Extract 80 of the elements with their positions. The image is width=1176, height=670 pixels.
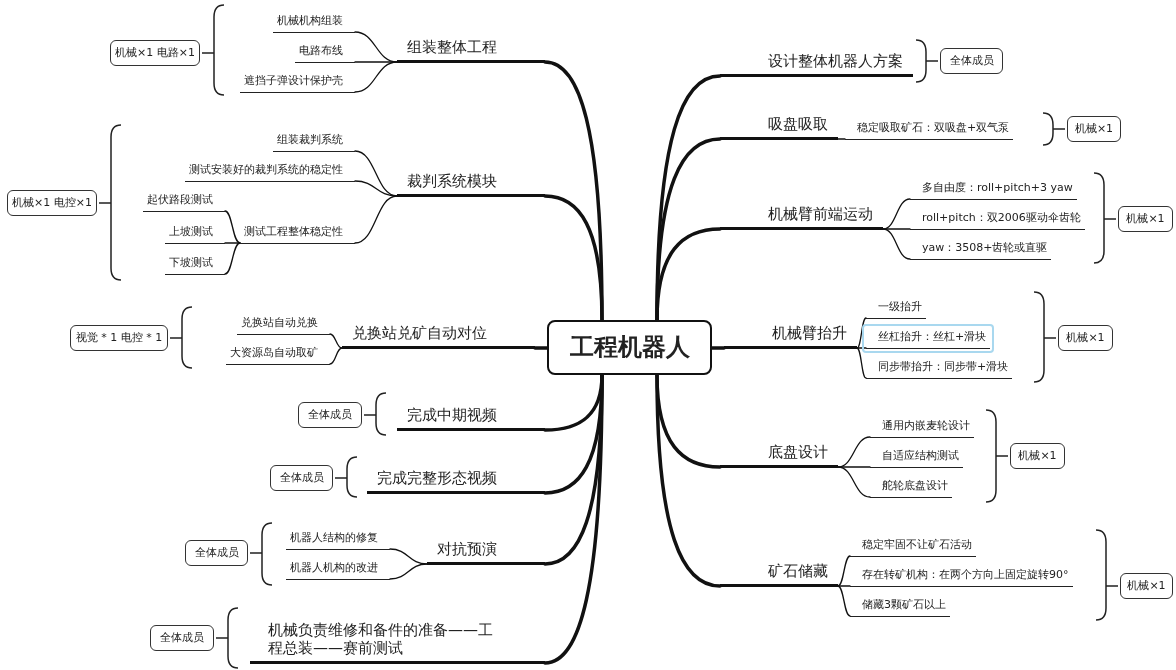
subtopic-label: 稳定吸取矿石：双吸盘+双气泵 (845, 121, 1014, 140)
subtopic-label: 通用内嵌麦轮设计 (870, 419, 974, 438)
summary-box: 机械×1 (1118, 206, 1173, 232)
subtopic-label: 大资源岛自动取矿 (226, 346, 330, 365)
topic-label: 完成完整形态视频 (367, 469, 545, 494)
branch-line (837, 585, 851, 617)
topic-label: 机械负责维修和备件的准备——工程总装——赛前测试 (250, 621, 545, 664)
branch-line (856, 347, 867, 349)
subtopic-label: 机器人机构的改进 (286, 561, 390, 580)
summary-box: 机械×1 (1120, 573, 1173, 599)
branch-line (837, 466, 871, 498)
subtopic-label: 遮挡子弹设计保护壳 (240, 74, 355, 93)
topic-label: 机械臂抬升 (724, 324, 857, 349)
topic-label: 矿石储藏 (720, 562, 838, 587)
branch-line (389, 563, 428, 580)
subtopic-label: 组装裁判系统 (273, 133, 355, 152)
summary-box: 全体成员 (940, 48, 1003, 74)
main-branch-line (543, 194, 604, 322)
subtopic-label: 起伏路段测试 (143, 193, 225, 212)
main-branch-line (710, 346, 726, 350)
subtopic-label: 机器人结构的修复 (286, 531, 390, 550)
branch-line (224, 242, 241, 275)
branch-line (837, 585, 851, 587)
topic-label: 兑换站兑矿自动对位 (342, 324, 535, 349)
branch-line (224, 242, 241, 244)
topic-label: 完成中期视频 (397, 406, 545, 431)
topic-label: 底盘设计 (720, 443, 838, 468)
summary-box: 视觉 * 1 电控 * 1 (70, 325, 168, 351)
summary-box: 机械×1 (1058, 325, 1113, 351)
branch-line (354, 195, 398, 244)
branch-line (354, 61, 398, 93)
branch-line (354, 61, 398, 63)
subtopic-label: 电路布线 (295, 44, 355, 63)
subtopic-label: 自适应结构测试 (870, 449, 963, 468)
summary-box: 机械×1 (1010, 443, 1065, 469)
branch-line (837, 138, 846, 140)
branch-line (837, 466, 871, 468)
subtopic-label: 舵轮底盘设计 (870, 479, 952, 498)
subtopic-label: 测试工程整体稳定性 (240, 225, 355, 244)
subtopic-label: 兑换站自动兑换 (237, 316, 330, 335)
summary-box: 全体成员 (298, 402, 362, 428)
subtopic-label: 稳定牢固不让矿石活动 (850, 538, 976, 557)
branch-line (329, 347, 343, 365)
subtopic-label: 机械机构组装 (273, 14, 355, 33)
branch-line (354, 180, 398, 197)
topic-label: 设计整体机器人方案 (720, 52, 913, 77)
branch-line (837, 555, 851, 587)
main-branch-line (533, 346, 549, 350)
topic-label: 机械臂前端运动 (720, 205, 883, 230)
topic-label: 对抗预演 (427, 540, 545, 565)
branch-line (856, 347, 867, 379)
subtopic-label: 下坡测试 (165, 256, 225, 275)
subtopic-label: 存在转矿机构：在两个方向上固定旋转90° (850, 568, 1073, 587)
subtopic-label: 测试安装好的裁判系统的稳定性 (185, 163, 355, 182)
summary-box: 机械×1 电控×1 (7, 190, 97, 216)
subtopic-label: 丝杠抬升：丝杠+滑块 (866, 330, 991, 349)
central-topic-box: 工程机器人 (547, 320, 712, 375)
subtopic-label: yaw：3508+齿轮或直驱 (910, 241, 1052, 260)
summary-box: 全体成员 (185, 540, 248, 566)
subtopic-label: 多自由度：roll+pitch+3 yaw (910, 181, 1077, 200)
topic-label: 吸盘吸取 (720, 115, 838, 140)
summary-box: 全体成员 (150, 625, 214, 651)
subtopic-label: roll+pitch：双2006驱动伞齿轮 (910, 211, 1085, 230)
summary-box: 机械×1 电路×1 (110, 40, 200, 66)
main-branch-line (655, 227, 722, 322)
subtopic-label: 一级抬升 (866, 300, 926, 319)
subtopic-label: 上坡测试 (165, 225, 225, 244)
topic-label: 裁判系统模块 (397, 172, 545, 197)
branch-line (389, 548, 428, 565)
subtopic-label: 同步带抬升：同步带+滑块 (866, 360, 1013, 379)
branch-line (224, 210, 241, 244)
branch-line (329, 333, 343, 349)
main-branch-line (655, 373, 722, 588)
branch-line (882, 228, 911, 230)
topic-label: 组装整体工程 (397, 38, 545, 63)
branch-line (882, 228, 911, 260)
summary-box: 全体成员 (270, 465, 333, 491)
branch-line (856, 317, 867, 349)
subtopic-label: 储藏3颗矿石以上 (850, 598, 950, 617)
summary-box: 机械×1 (1067, 116, 1121, 142)
